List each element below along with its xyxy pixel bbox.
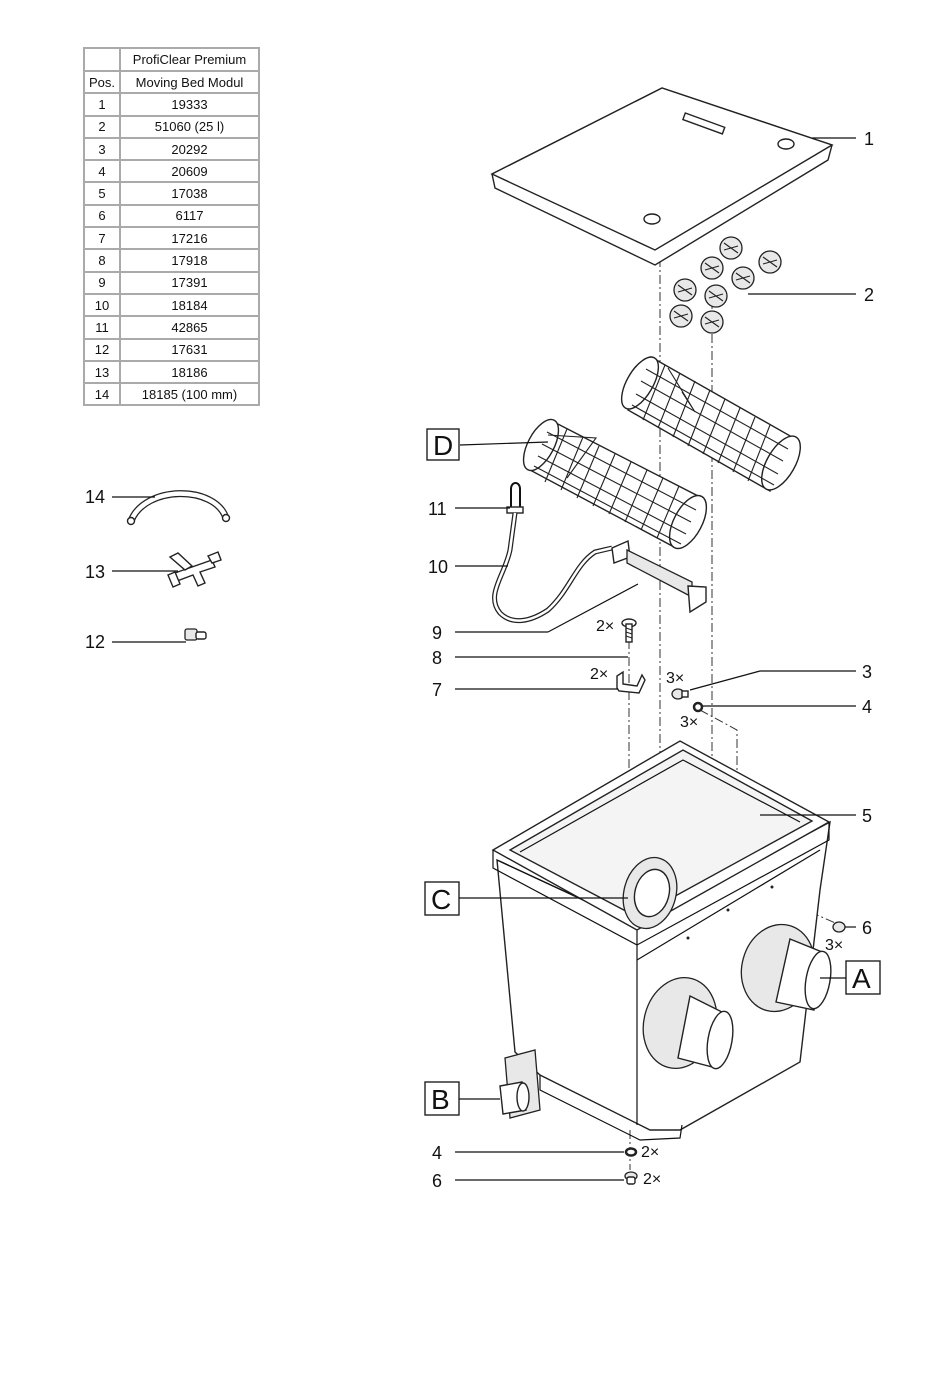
qty-6-bottom: 2× xyxy=(643,1171,661,1188)
callout-5: 5 xyxy=(862,806,872,826)
qty-6: 3× xyxy=(825,937,843,954)
callout-6: 6 xyxy=(862,918,872,938)
plug-part-6-bottom xyxy=(625,1172,637,1184)
callout-13: 13 xyxy=(85,562,105,582)
callout-4-bottom: 4 xyxy=(432,1143,442,1163)
ring-part-4 xyxy=(694,703,702,711)
callout-9: 9 xyxy=(432,623,442,643)
qty-4: 3× xyxy=(680,714,698,731)
box-label-d: D xyxy=(433,430,453,461)
aerator-part-9 xyxy=(612,541,706,612)
leader-3 xyxy=(690,671,760,690)
callout-11: 11 xyxy=(428,499,447,519)
callout-12: 12 xyxy=(85,632,105,652)
plug-part-6 xyxy=(833,922,845,932)
qty-4-bottom: 2× xyxy=(641,1144,659,1161)
callout-2: 2 xyxy=(864,285,874,305)
connector-part-12 xyxy=(185,629,206,640)
qty-8: 2× xyxy=(596,618,614,635)
callout-14: 14 xyxy=(85,487,105,507)
box-label-a: A xyxy=(852,963,871,994)
callout-4: 4 xyxy=(862,697,872,717)
clip-part-7 xyxy=(617,672,645,693)
qty-3: 3× xyxy=(666,670,684,687)
callout-8: 8 xyxy=(432,648,442,668)
qty-7: 2× xyxy=(590,666,608,683)
air-hose-part-10 xyxy=(495,513,612,621)
filter-media-part-2 xyxy=(670,237,781,333)
callout-7: 7 xyxy=(432,680,442,700)
screw-part-8 xyxy=(622,619,636,642)
callout-1: 1 xyxy=(864,129,874,149)
lid-part-1 xyxy=(492,88,832,265)
callout-6-bottom: 6 xyxy=(432,1171,442,1191)
box-label-b: B xyxy=(431,1084,450,1115)
ring-part-4-bottom xyxy=(626,1149,636,1156)
box-label-c: C xyxy=(431,884,451,915)
seal-part-3 xyxy=(672,689,688,699)
callout-10: 10 xyxy=(428,557,448,577)
t-connector-part-13 xyxy=(168,552,221,587)
callout-3: 3 xyxy=(862,662,872,682)
hose-part-14 xyxy=(128,494,230,525)
chamber-part-5 xyxy=(493,741,835,1140)
